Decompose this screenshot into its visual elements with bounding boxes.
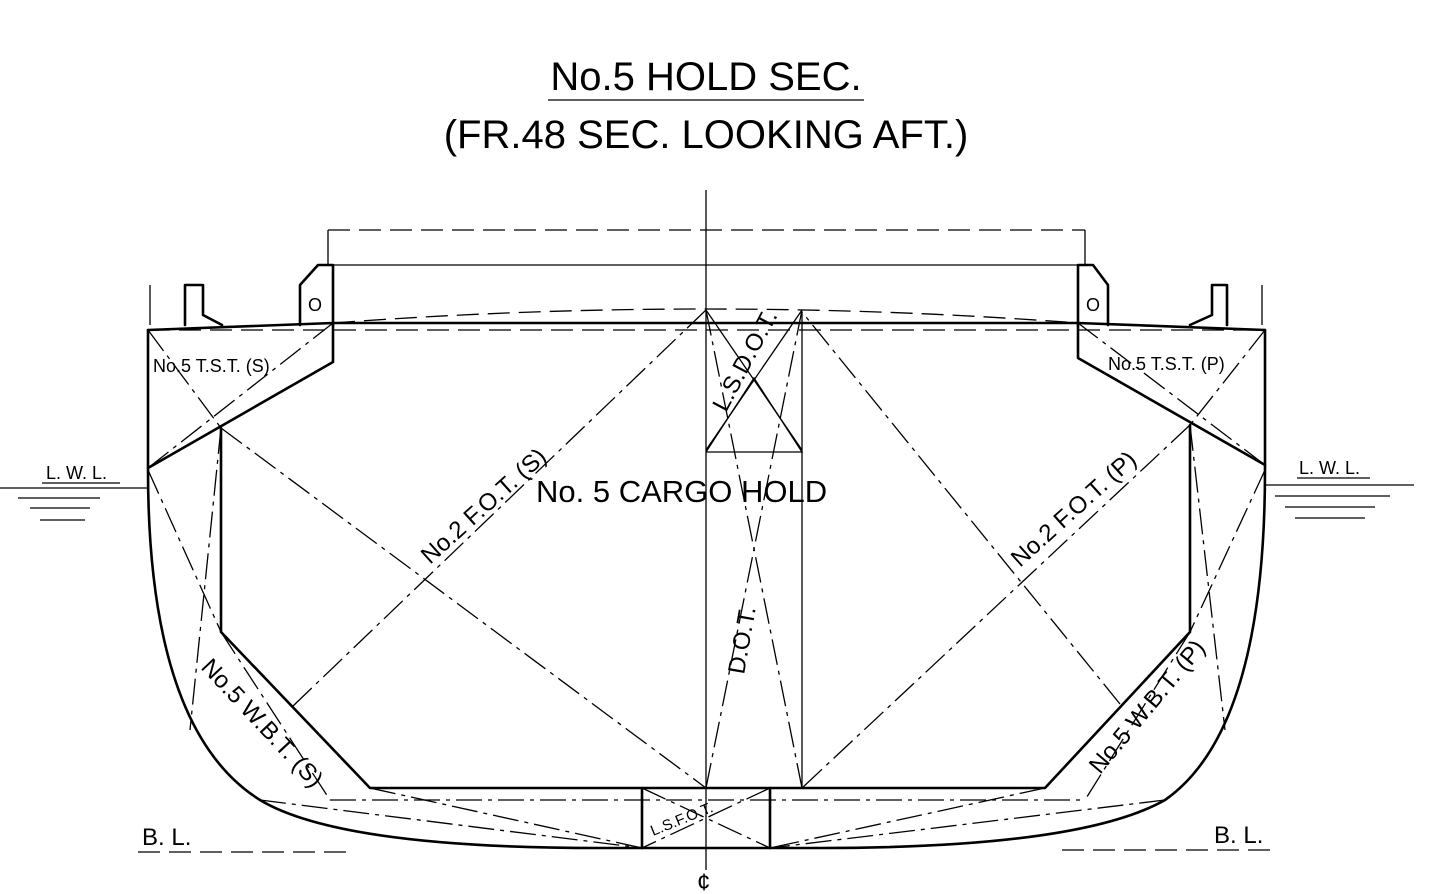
- hatch-coaming-left: O: [298, 263, 335, 327]
- wbt-p-label: No.5 W.B.T. (P): [1084, 635, 1211, 779]
- topside-tank-left-bulkhead: [146, 321, 335, 470]
- baseline-left: B. L.: [138, 824, 352, 853]
- coaming-left-mark: O: [308, 295, 322, 315]
- duct-keel: [640, 786, 772, 850]
- tank-boundary-lines: [147, 309, 1266, 849]
- deck-camber-line: [332, 308, 1079, 324]
- title-line1: No.5 HOLD SEC.: [550, 55, 861, 99]
- tst-s-label: No.5 T.S.T. (S): [153, 356, 270, 376]
- hatch-coaming-right: O: [1076, 263, 1110, 327]
- coaming-right-mark: O: [1086, 295, 1100, 315]
- topside-tank-right-bulkhead: [1076, 321, 1267, 467]
- upper-deck: [146, 321, 1267, 332]
- fot-p-label: No.2 F.O.T. (P): [1006, 446, 1142, 572]
- cargo-hold-label: No. 5 CARGO HOLD: [536, 474, 827, 509]
- hull-outline: [146, 328, 1267, 850]
- dot-label: D.O.T.: [723, 604, 761, 676]
- tst-p-label: No.5 T.S.T. (P): [1108, 354, 1225, 374]
- bl-left-label: B. L.: [142, 824, 191, 851]
- lwl-left: L. W. L.: [0, 463, 148, 521]
- bulwark-left: [149, 283, 224, 327]
- centerline-symbol: ¢: [697, 869, 710, 894]
- dot-trunk: [705, 309, 804, 788]
- bulwark-right: [1188, 283, 1263, 327]
- baseline-right: B. L.: [1062, 822, 1278, 851]
- bl-right-label: B. L.: [1214, 822, 1263, 849]
- lwl-right: L. W. L.: [1265, 458, 1414, 519]
- lwl-right-label: L. W. L.: [1299, 458, 1360, 478]
- lwl-left-label: L. W. L.: [46, 463, 107, 483]
- inner-hull: [219, 423, 1192, 790]
- title-line2: (FR.48 SEC. LOOKING AFT.): [444, 113, 969, 157]
- fot-s-label: No.2 F.O.T. (S): [416, 443, 552, 569]
